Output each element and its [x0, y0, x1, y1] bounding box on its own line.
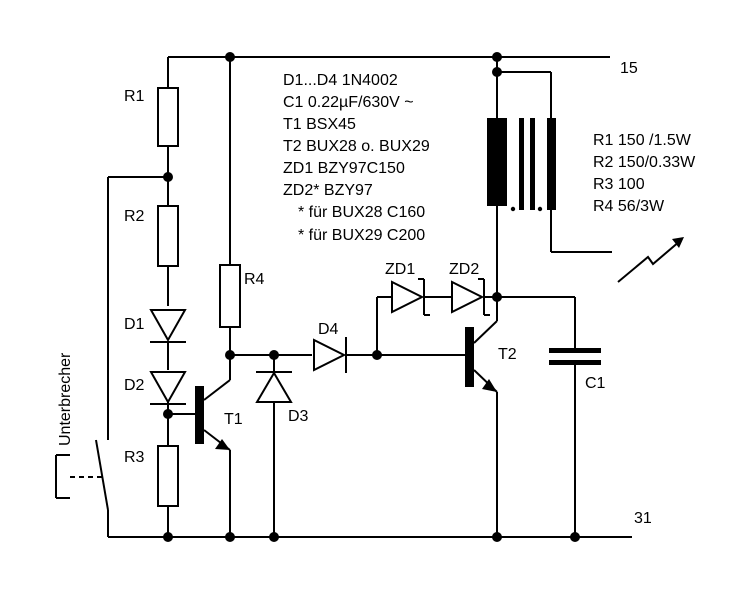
parts-line: * für BUX29 C200 [298, 227, 425, 244]
d1-label: D1 [124, 316, 145, 333]
zener-string [376, 278, 575, 355]
diode-d2 [149, 371, 187, 405]
d3-label: D3 [288, 408, 309, 425]
parts-line: * für BUX28 C160 [298, 204, 425, 221]
parts-line: C1 0.22µF/630V ~ [283, 94, 414, 111]
terminal-15-label: 15 [620, 60, 638, 77]
resistor-values-list: R1 150 /1.5W R2 150/0.33W R3 100 R4 56/3… [593, 132, 696, 215]
transistor-t1 [195, 355, 231, 537]
diode-d3 [255, 355, 293, 537]
t1-label: T1 [224, 411, 243, 428]
parts-line: T2 BUX28 o. BUX29 [283, 138, 430, 155]
terminal-31-label: 31 [634, 510, 652, 527]
breaker-switch [55, 439, 109, 511]
parts-list: D1...D4 1N4002 C1 0.22µF/630V ~ T1 BSX45… [283, 72, 430, 244]
ignition-coil [487, 57, 612, 321]
d2-label: D2 [124, 377, 145, 394]
parts-line: T1 BSX45 [283, 116, 356, 133]
resistor-r3 [157, 445, 179, 507]
diode-d1 [149, 309, 187, 370]
zd2-label: ZD2 [449, 261, 479, 278]
diode-d4 [313, 337, 465, 373]
t2-label: T2 [498, 346, 517, 363]
r3-label: R3 [124, 449, 145, 466]
resistor-r4 [219, 264, 241, 328]
resistor-value-line: R3 100 [593, 176, 645, 193]
parts-line: ZD2* BZY97 [283, 182, 373, 199]
parts-line: D1...D4 1N4002 [283, 72, 398, 89]
zd1-label: ZD1 [385, 261, 415, 278]
resistor-value-line: R4 56/3W [593, 198, 665, 215]
switch-label: Unterbrecher [57, 352, 74, 446]
parts-line: ZD1 BZY97C150 [283, 160, 405, 177]
capacitor-c1 [549, 297, 601, 537]
resistor-r2 [157, 205, 179, 267]
junction-dots [163, 52, 580, 542]
resistor-value-line: R2 150/0.33W [593, 154, 696, 171]
spark-arrow-icon [617, 237, 684, 283]
r2-label: R2 [124, 208, 145, 225]
resistor-value-line: R1 150 /1.5W [593, 132, 692, 149]
r4-label: R4 [244, 271, 265, 288]
c1-label: C1 [585, 375, 606, 392]
d4-label: D4 [318, 321, 339, 338]
r1-label: R1 [124, 88, 145, 105]
left-chain-wires [107, 57, 195, 537]
transistor-t2 [465, 320, 498, 537]
resistor-r1 [157, 87, 179, 147]
